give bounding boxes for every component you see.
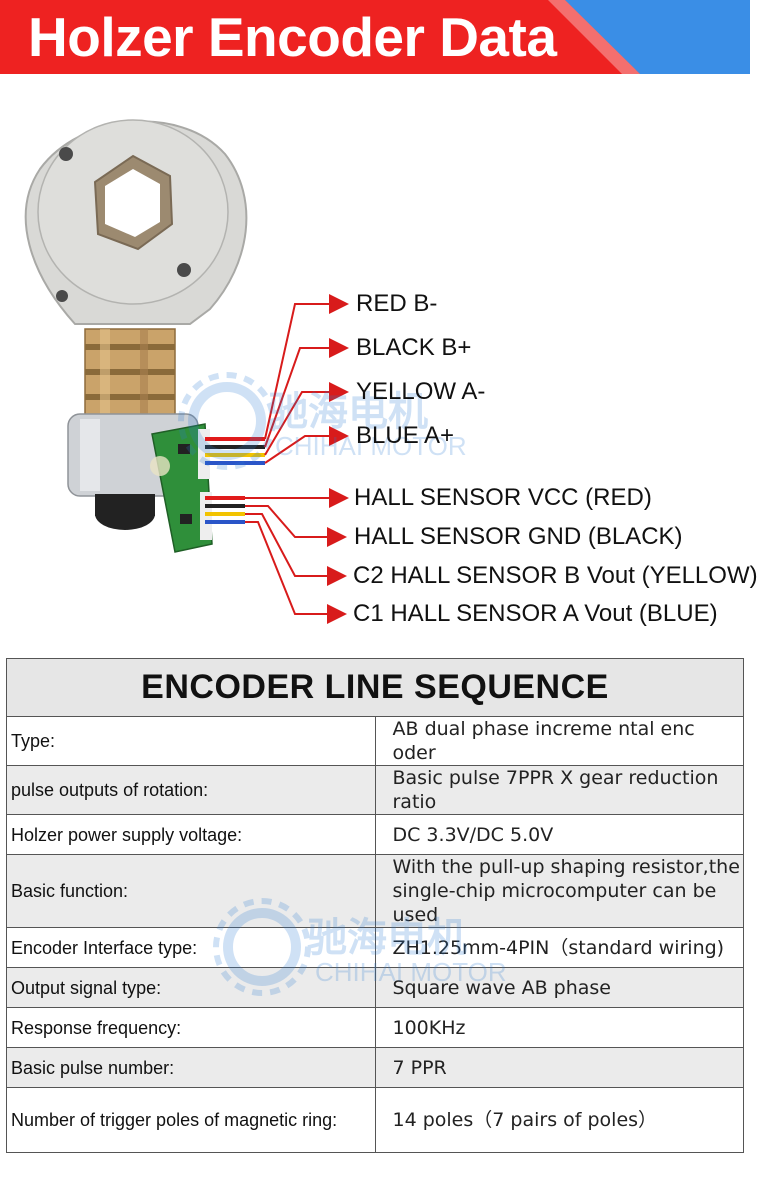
- row-key: Number of trigger poles of magnetic ring…: [6, 1087, 376, 1153]
- wire-label-hall-vcc: HALL SENSOR VCC (RED): [354, 484, 652, 511]
- wire-label-hall-a: C1 HALL SENSOR A Vout (BLUE): [353, 600, 718, 627]
- row-value: 7 PPR: [374, 1047, 744, 1088]
- row-key: Type:: [6, 716, 376, 766]
- encoder-diagram: 驰海电机 CHIHAI MOTOR RED B- BLACK B+ YELLOW…: [0, 74, 758, 644]
- wire-label-red: RED B-: [356, 290, 438, 317]
- table-row: Basic function: With the pull-up shaping…: [6, 854, 744, 928]
- table-row: pulse outputs of rotation: Basic pulse 7…: [6, 765, 744, 815]
- gearbox: [84, 328, 176, 420]
- table-row: Holzer power supply voltage: DC 3.3V/DC …: [6, 814, 744, 855]
- row-value: 14 poles（7 pairs of poles）: [374, 1087, 744, 1153]
- wire-label-blue: BLUE A+: [356, 422, 455, 449]
- header-banner: Holzer Encoder Data: [0, 0, 750, 74]
- pointer-lines: [245, 294, 349, 624]
- wire-label-hall-b: C2 HALL SENSOR B Vout (YELLOW): [353, 562, 758, 589]
- row-value: Basic pulse 7PPR X gear reduction ratio: [374, 765, 744, 815]
- wire-label-hall-gnd: HALL SENSOR GND (BLACK): [354, 523, 683, 550]
- row-key: Response frequency:: [6, 1007, 376, 1048]
- spec-table: ENCODER LINE SEQUENCE Type: AB dual phas…: [6, 658, 744, 1153]
- row-value: 100KHz: [374, 1007, 744, 1048]
- table-row: Number of trigger poles of magnetic ring…: [6, 1087, 744, 1153]
- row-key: Encoder Interface type:: [6, 927, 376, 968]
- table-row: Type: AB dual phase increme ntal enc ode…: [6, 716, 744, 766]
- wire-label-yellow: YELLOW A-: [356, 378, 486, 405]
- row-value: Square wave AB phase: [374, 967, 744, 1008]
- row-value: With the pull-up shaping resistor,the si…: [374, 854, 744, 928]
- table-row: Response frequency: 100KHz: [6, 1007, 744, 1048]
- spec-table-title: ENCODER LINE SEQUENCE: [6, 658, 744, 717]
- row-key: Basic pulse number:: [6, 1047, 376, 1088]
- row-value: DC 3.3V/DC 5.0V: [374, 814, 744, 855]
- encoder-plate: [24, 119, 248, 325]
- motor-illustration: [24, 119, 349, 624]
- wire-label-black: BLACK B+: [356, 334, 472, 361]
- row-key: Output signal type:: [6, 967, 376, 1008]
- row-value: ZH1.25mm-4PIN（standard wiring): [374, 927, 744, 968]
- motor-wires: [205, 437, 265, 524]
- table-row: Output signal type: Square wave AB phase: [6, 967, 744, 1008]
- row-key: Basic function:: [6, 854, 376, 928]
- row-value: AB dual phase increme ntal enc oder: [374, 716, 744, 766]
- table-row: Encoder Interface type: ZH1.25mm-4PIN（st…: [6, 927, 744, 968]
- header-accent-shape: [548, 0, 750, 74]
- row-key: Holzer power supply voltage:: [6, 814, 376, 855]
- page-title: Holzer Encoder Data: [28, 6, 557, 68]
- row-key: pulse outputs of rotation:: [6, 765, 376, 815]
- table-row: Basic pulse number: 7 PPR: [6, 1047, 744, 1088]
